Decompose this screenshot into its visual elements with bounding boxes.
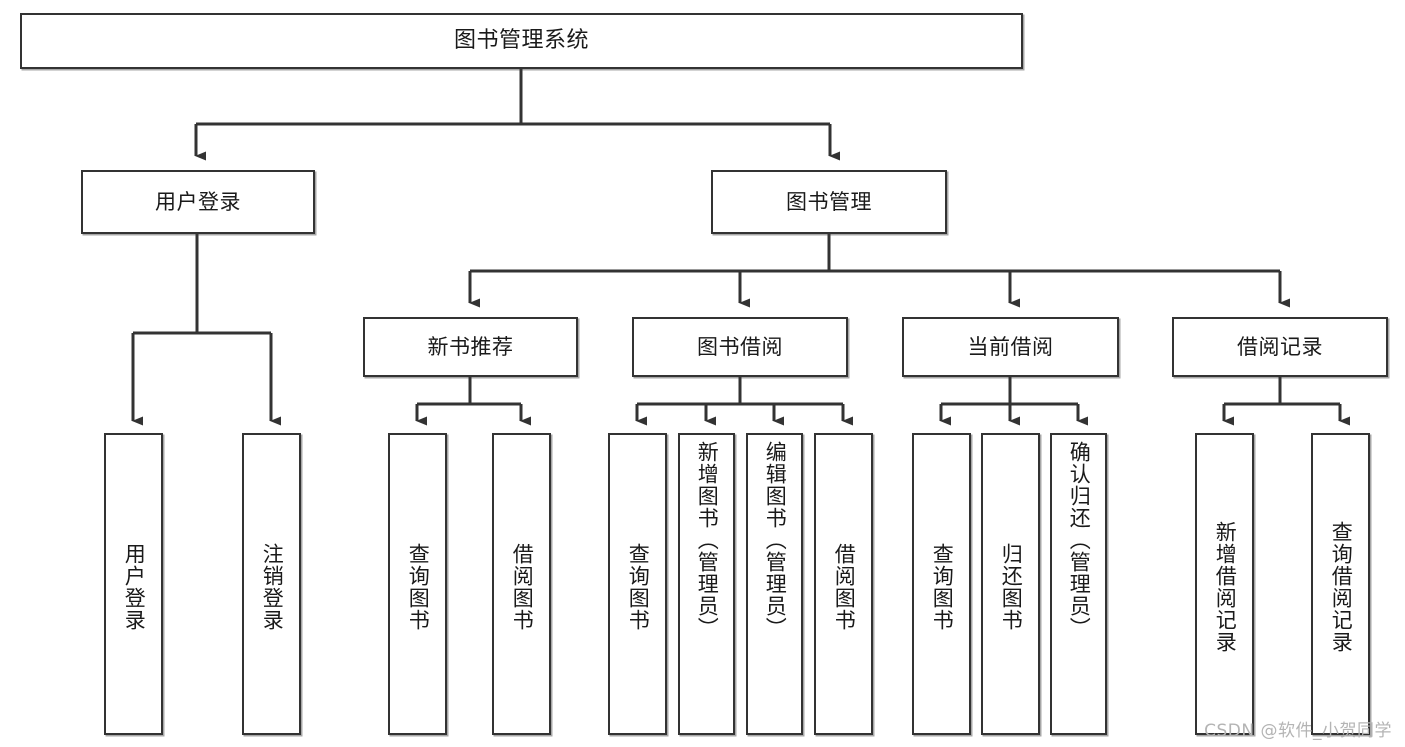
node-new-book-rec[interactable]: 新书推荐 xyxy=(363,317,578,377)
node-leaf-confirm-return[interactable]: 确认归还（管理员） xyxy=(1050,433,1107,735)
node-leaf-return-book[interactable]: 归还图书 xyxy=(981,433,1040,735)
node-leaf-query-book-2[interactable]: 查询图书 xyxy=(608,433,667,735)
node-book-manage-label: 图书管理 xyxy=(786,189,872,214)
node-current-borrow[interactable]: 当前借阅 xyxy=(902,317,1119,377)
node-leaf-query-book-3[interactable]: 查询图书 xyxy=(912,433,971,735)
node-leaf-logout[interactable]: 注销登录 xyxy=(242,433,301,735)
node-new-book-rec-label: 新书推荐 xyxy=(427,334,514,359)
node-user-login[interactable]: 用户登录 xyxy=(81,170,315,234)
node-leaf-add-record-label: 新增借阅记录 xyxy=(1213,521,1238,653)
node-leaf-logout-label: 注销登录 xyxy=(260,543,285,631)
node-current-borrow-label: 当前借阅 xyxy=(967,334,1054,359)
node-leaf-add-record[interactable]: 新增借阅记录 xyxy=(1195,433,1254,735)
node-leaf-user-login-label: 用户登录 xyxy=(122,543,147,631)
node-leaf-borrow-book-2-label: 借阅图书 xyxy=(832,543,857,631)
node-leaf-borrow-book-1-label: 借阅图书 xyxy=(510,543,535,631)
node-leaf-edit-book-label: 编辑图书（管理员） xyxy=(763,441,788,639)
node-book-manage[interactable]: 图书管理 xyxy=(711,170,947,234)
node-root-label: 图书管理系统 xyxy=(453,28,589,54)
node-leaf-query-record-label: 查询借阅记录 xyxy=(1329,521,1354,653)
node-borrow-record[interactable]: 借阅记录 xyxy=(1172,317,1388,377)
node-book-borrow-label: 图书借阅 xyxy=(697,334,783,359)
node-leaf-query-record[interactable]: 查询借阅记录 xyxy=(1311,433,1370,735)
node-leaf-query-book-3-label: 查询图书 xyxy=(930,543,955,631)
node-borrow-record-label: 借阅记录 xyxy=(1237,334,1323,359)
node-leaf-query-book-1-label: 查询图书 xyxy=(406,543,431,631)
node-leaf-borrow-book-1[interactable]: 借阅图书 xyxy=(492,433,551,735)
node-leaf-user-login[interactable]: 用户登录 xyxy=(104,433,163,735)
node-leaf-query-book-2-label: 查询图书 xyxy=(626,543,651,631)
node-leaf-confirm-return-label: 确认归还（管理员） xyxy=(1067,441,1092,639)
node-leaf-add-book[interactable]: 新增图书（管理员） xyxy=(678,433,735,735)
node-leaf-return-book-label: 归还图书 xyxy=(999,543,1024,631)
node-leaf-edit-book[interactable]: 编辑图书（管理员） xyxy=(746,433,803,735)
node-leaf-query-book-1[interactable]: 查询图书 xyxy=(388,433,447,735)
node-leaf-borrow-book-2[interactable]: 借阅图书 xyxy=(814,433,873,735)
node-user-login-label: 用户登录 xyxy=(155,189,241,214)
node-book-borrow[interactable]: 图书借阅 xyxy=(632,317,848,377)
node-root[interactable]: 图书管理系统 xyxy=(20,13,1023,69)
csdn-watermark: CSDN @软件_小贺同学 xyxy=(1204,721,1392,741)
node-leaf-add-book-label: 新增图书（管理员） xyxy=(695,441,720,639)
